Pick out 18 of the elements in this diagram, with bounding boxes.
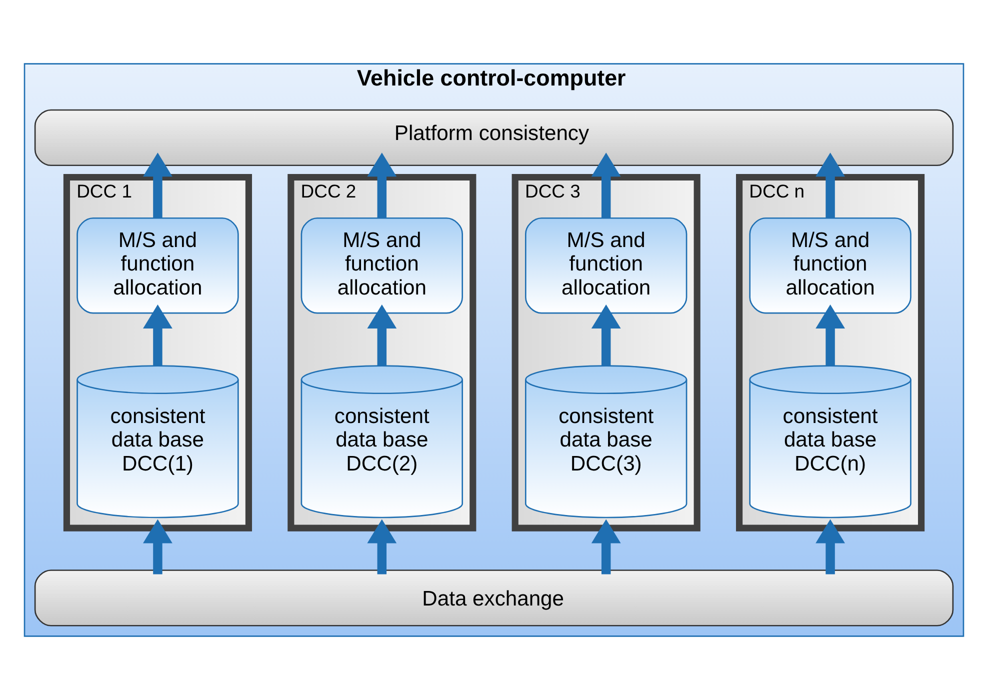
node-box: Data exchange	[34, 569, 954, 626]
arrow	[367, 518, 397, 574]
node-box: Platform consistency	[34, 108, 954, 166]
arrow	[816, 152, 845, 218]
node-box: M/S and function allocation	[749, 216, 912, 314]
arrow	[816, 304, 845, 366]
arrow	[143, 518, 172, 574]
arrow	[367, 304, 397, 366]
node-box: M/S and function allocation	[76, 216, 239, 314]
arrow	[591, 152, 621, 218]
node-box: M/S and function allocation	[525, 216, 688, 314]
arrow	[816, 518, 845, 574]
arrow	[591, 518, 621, 574]
arrow	[143, 304, 172, 366]
node-box: M/S and function allocation	[300, 216, 464, 314]
arrow	[367, 152, 397, 218]
arrow	[143, 152, 172, 218]
arrow	[591, 304, 621, 366]
